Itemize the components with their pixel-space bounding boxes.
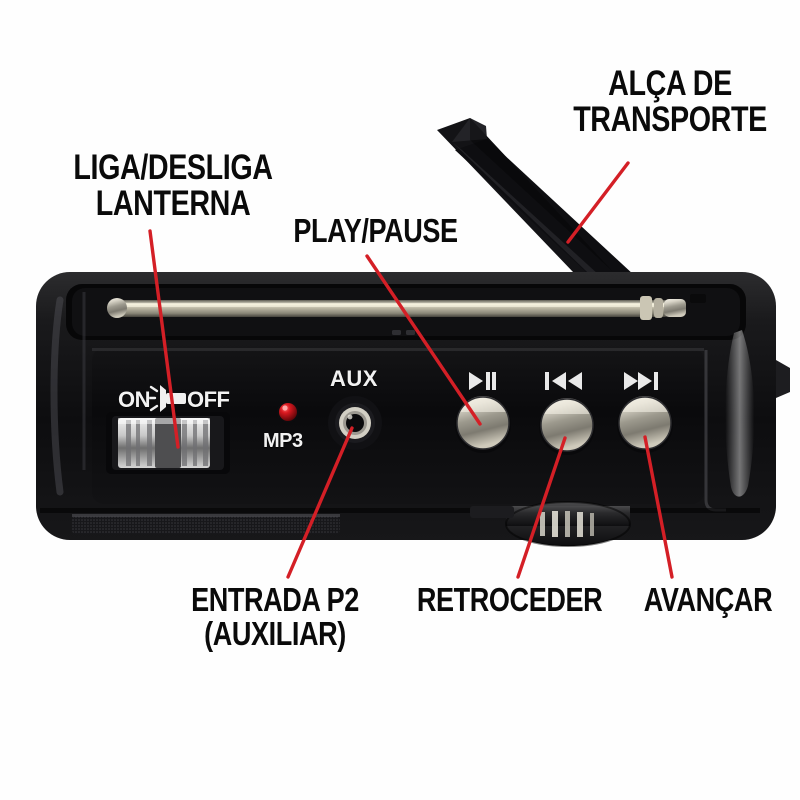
- callout-label-alca-de-transporte: ALÇA DE TRANSPORTE: [573, 64, 767, 139]
- callout-label-retroceder: RETROCEDER: [416, 581, 603, 618]
- leader-line-alca: [566, 161, 630, 244]
- leader-line-entrada: [286, 426, 354, 579]
- callout-label-lanterna: LIGA/DESLIGA LANTERNA: [73, 148, 273, 223]
- callout-label-play-pause: PLAY/PAUSE: [293, 212, 458, 249]
- leader-line-play: [365, 254, 482, 426]
- leader-line-lanterna: [148, 229, 180, 449]
- switch-on-label: ON: [118, 387, 151, 412]
- callout-label-avancar: AVANÇAR: [643, 581, 773, 618]
- leader-line-retroceder: [516, 436, 567, 579]
- callout-label-entrada-p2: ENTRADA P2 (AUXILIAR): [191, 581, 359, 652]
- switch-off-label: OFF: [187, 387, 230, 412]
- leader-line-avancar: [643, 435, 674, 579]
